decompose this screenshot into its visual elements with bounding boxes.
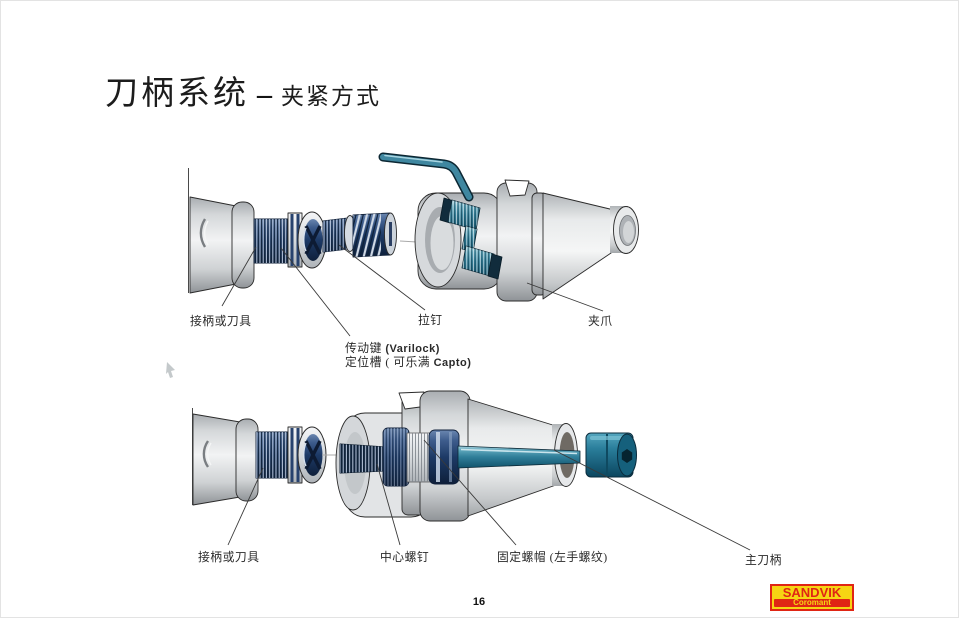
label-lock-nut: 固定螺帽 (左手螺纹) [497,550,608,564]
drive-notch [504,179,530,197]
top-taper-cone [542,192,639,300]
title-main: 刀柄系统 [105,76,249,112]
top-clamp-jaws [439,197,503,280]
cursor-artifact [166,362,175,378]
bottom-leader-lines [227,439,751,551]
bottom-diagram: 接柄或刀具 中心螺钉 固定螺帽 (左手螺纹) 主刀柄 [192,390,782,567]
label-center-screw: 中心螺钉 [380,550,429,564]
axis-line [399,240,418,243]
top-leader-lines [221,244,604,337]
label-locating-slot: 定位槽 ( 可乐满 Capto) [345,355,471,369]
label-adapter-top: 接柄或刀具 [190,314,252,328]
lock-nut [382,427,460,487]
label-drive-key: 传动键 (Varilock) [345,341,440,355]
bottom-adapter-or-tool [192,408,327,506]
top-diagram: 接柄或刀具 拉钉 夹爪 传动键 (Varilock) 定位槽 ( 可乐满 Cap… [166,152,639,378]
label-main-holder: 主刀柄 [745,553,782,567]
screw-end-cap [585,432,637,478]
logo-sub-text: Coromant [774,599,850,607]
allen-key-icon [378,152,474,202]
top-pull-stud [322,212,397,258]
top-adapter-or-tool [188,168,327,294]
page-title: 刀柄系统 – 夹紧方式 [105,66,381,114]
hex-socket [621,449,633,463]
logo-brand-text: SANDVIK [782,585,842,600]
label-claw: 夹爪 [588,314,613,328]
center-screw-thread [339,443,387,474]
label-adapter-bottom: 接柄或刀具 [198,550,260,564]
page-number: 16 [472,596,486,608]
title-dash: – [257,78,272,111]
label-pull-stud: 拉钉 [418,313,443,327]
top-flange [496,179,547,302]
sandvik-logo: SANDVIK Coromant [770,584,854,611]
title-subtitle: 夹紧方式 [281,84,381,109]
